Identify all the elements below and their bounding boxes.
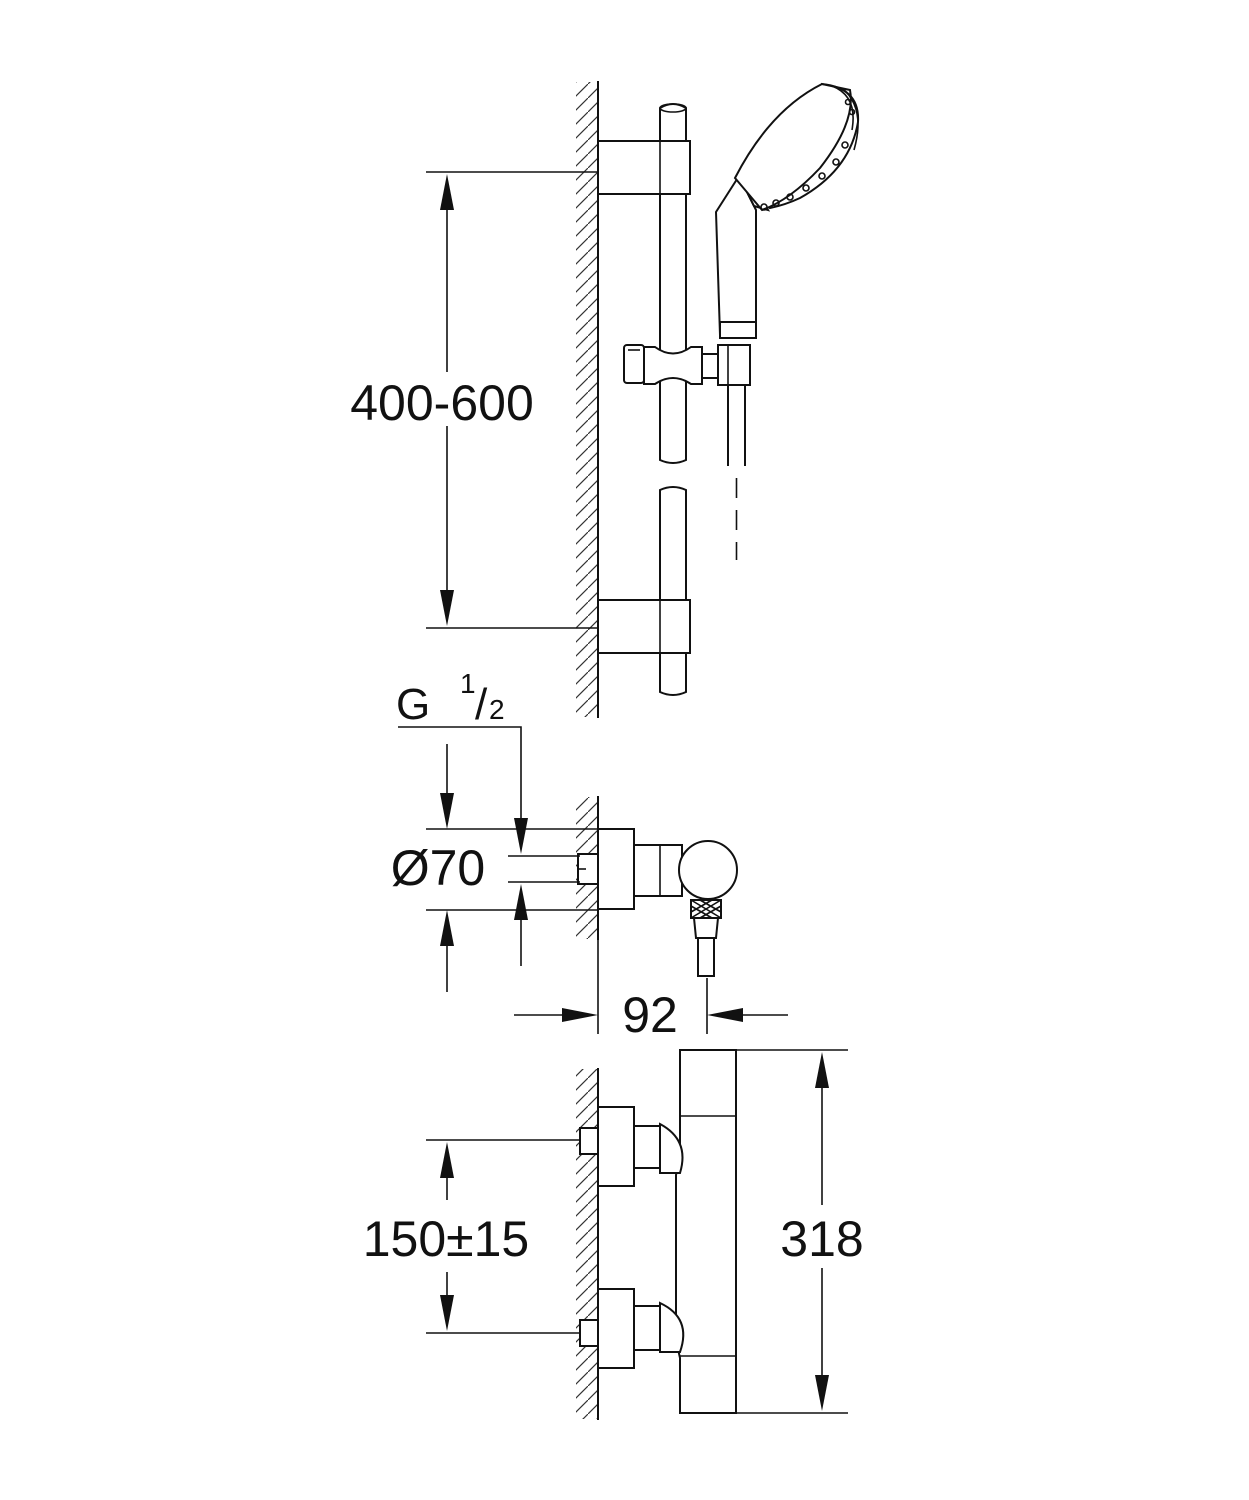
- shower-rail: [597, 103, 719, 696]
- wall-top: [576, 81, 599, 718]
- dimension-projection: 92: [514, 939, 788, 1043]
- dimension-inlet-spacing: 150±15: [363, 1139, 580, 1334]
- label-projection: 92: [622, 987, 678, 1043]
- label-thread-den: 2: [489, 694, 505, 725]
- mixer-side-view: [577, 828, 738, 977]
- label-inlet-spacing: 150±15: [363, 1211, 529, 1267]
- label-thread-main: G: [396, 680, 430, 729]
- label-escutcheon-diameter: Ø70: [391, 840, 486, 896]
- dimension-rail-spacing: 400-600: [350, 171, 598, 629]
- dimension-escutcheon: Ø70: [391, 744, 598, 992]
- thread-slash: /: [475, 680, 488, 729]
- dimension-height: 318: [736, 1049, 864, 1414]
- label-thread-num: 1: [460, 668, 476, 699]
- mixer-front-view: [579, 1049, 737, 1414]
- label-height: 318: [780, 1211, 863, 1267]
- dimension-thread: G 1 / 2: [396, 668, 580, 966]
- label-rail-spacing: 400-600: [350, 375, 534, 431]
- wall-bottom: [576, 1068, 599, 1420]
- hand-shower: [714, 82, 860, 560]
